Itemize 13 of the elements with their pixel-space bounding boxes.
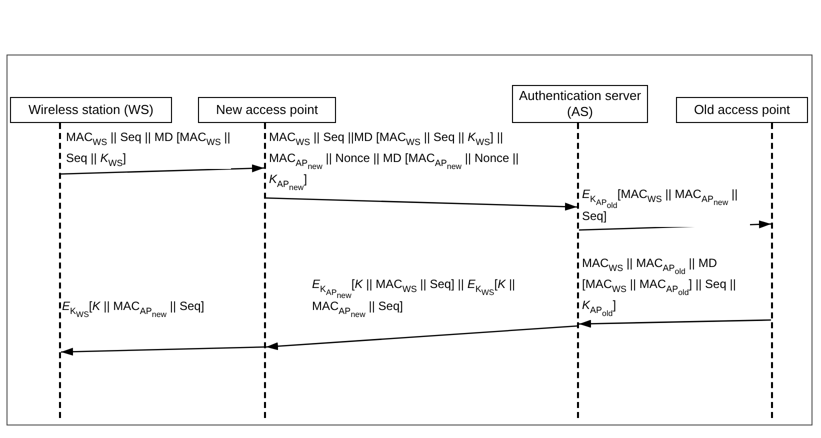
lifeline [59,123,61,418]
lifeline [264,123,266,418]
lifeline [577,123,579,418]
message-arrow [266,325,578,350]
lifeline [771,123,773,418]
participant-box: Wireless station (WS) [10,97,172,123]
message-arrow [266,197,578,211]
message-arrow [60,164,264,175]
participant-box: New access point [198,97,336,123]
message-arrow [578,319,772,328]
participant-box: Authentication server (AS) [512,85,648,123]
message-arrow [60,346,264,356]
participant-box: Old access point [676,97,808,123]
